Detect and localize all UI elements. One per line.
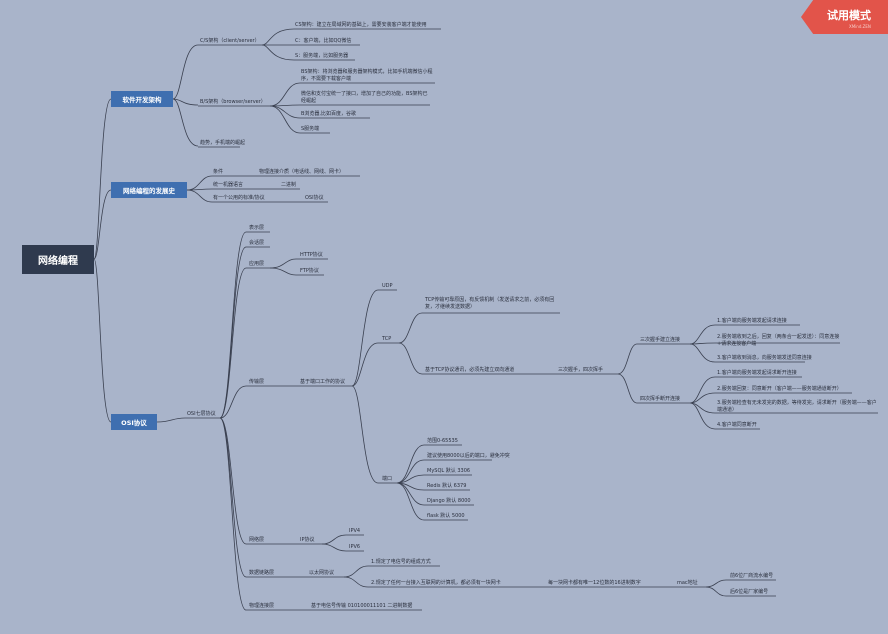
history-osi[interactable]: OSI协议 (305, 195, 324, 201)
app-http[interactable]: HTTP协议 (300, 252, 323, 258)
history-machine-language[interactable]: 统一机器语言 (213, 182, 244, 188)
transport-port-based[interactable]: 基于端口工作的协议 (300, 379, 346, 385)
port-flask[interactable]: flask 默认 5000 (427, 513, 465, 519)
trial-mode-badge[interactable]: 试用模式 XMind.ZEN (801, 0, 888, 34)
history-condition[interactable]: 条件 (213, 169, 224, 175)
ethernet-rule-2[interactable]: 2.规定了任何一台接入互联网的计算机，都必须有一块网卡 (371, 580, 501, 586)
network-ip[interactable]: IP协议 (300, 537, 315, 543)
datalink-ethernet[interactable]: 以太网协议 (309, 570, 335, 576)
layer-application[interactable]: 应用层 (249, 261, 265, 267)
port-range[interactable]: 范围0-65535 (427, 438, 458, 444)
ethernet-rule-1[interactable]: 1.规定了电信号的组成方式 (371, 559, 431, 565)
ip-v6[interactable]: IPV6 (349, 544, 361, 550)
layer-network[interactable]: 网络层 (249, 537, 265, 543)
layer-session[interactable]: 会话层 (249, 240, 265, 246)
future-trend-node[interactable]: 趋势，手机端的崛起 (200, 140, 246, 146)
bs-item-2[interactable]: 微信和支付宝统一了接口，增加了自己的功能，BS架构已经崛起 (301, 91, 428, 104)
port-django[interactable]: Django 默认 8000 (427, 498, 471, 504)
three-step-3[interactable]: 3.客户端收到消息，向服务端发送同意连接 (717, 355, 812, 361)
bs-item-4[interactable]: S服务端 (301, 126, 320, 132)
mac-description[interactable]: 每一块网卡都有唯一12位数的16进制数字 (548, 580, 641, 586)
mac-first-six[interactable]: 前6位厂商流水编号 (730, 573, 774, 579)
cs-item-3[interactable]: S：服务端，比如服务器 (295, 53, 349, 59)
cs-architecture-node[interactable]: C/S架构（client/server） (200, 38, 260, 44)
mac-address[interactable]: mac地址 (677, 580, 698, 586)
root-topic[interactable]: 网络编程 (22, 245, 94, 274)
history-physical-medium[interactable]: 物理连接介质（电话线、网线、网卡） (259, 169, 345, 175)
four-step-4[interactable]: 4.客户端同意断开 (717, 422, 757, 428)
topic-network-history[interactable]: 网络编程的发展史 (111, 182, 187, 198)
port-mysql[interactable]: MySQL 默认 3306 (427, 468, 471, 474)
transport-port[interactable]: 端口 (382, 476, 393, 482)
mac-last-six[interactable]: 后6位是厂家编号 (730, 589, 769, 595)
ip-v4[interactable]: IPV4 (349, 528, 361, 534)
trial-mode-label: 试用模式 (827, 9, 871, 22)
port-advice[interactable]: 建议使用8000以后的端口，避免冲突 (427, 453, 510, 459)
bs-item-3[interactable]: B浏览器,比如百度，谷歌 (301, 111, 357, 117)
layer-data-link[interactable]: 数据链路层 (249, 570, 275, 576)
xmind-brand-label: XMind.ZEN (849, 24, 871, 29)
layer-physical[interactable]: 物理连接层 (249, 603, 275, 609)
physical-signal[interactable]: 基于电信号传输 010100011101 二进制数据 (311, 603, 413, 609)
cs-item-2[interactable]: C：客户端，比如QQ微信 (295, 38, 352, 44)
osi-seven-layers[interactable]: OSI七层协议 (187, 411, 216, 417)
four-step-2[interactable]: 2.服务端回复：同意断开（客户端——服务端通道断开） (717, 386, 842, 392)
history-standard[interactable]: 有一个公用的标准/协议 (213, 195, 265, 201)
history-binary[interactable]: 二进制 (281, 182, 297, 188)
transport-tcp[interactable]: TCP (382, 336, 392, 342)
bs-architecture-node[interactable]: B/S架构（browser/server） (200, 99, 266, 105)
four-step-3[interactable]: 3.服务端检查有无未发完的数据，等待发完，请求断开（服务端——客户端通道） (717, 400, 877, 413)
four-way-wave[interactable]: 四次挥手断开连接 (640, 396, 681, 402)
four-step-1[interactable]: 1.客户端向服务端发起请求断开连接 (717, 370, 797, 376)
topic-osi[interactable]: OSI协议 (111, 414, 157, 430)
cs-item-1[interactable]: CS架构：建立在局域网的基础上，需要安装客户端才能使用 (295, 22, 427, 28)
three-way-handshake[interactable]: 三次握手建立连接 (640, 337, 681, 343)
transport-udp[interactable]: UDP (382, 283, 393, 289)
app-ftp[interactable]: FTP协议 (300, 268, 319, 274)
bs-item-1[interactable]: BS架构：将浏览器和服务器架构模式，比如手机端微信小程序，不需要下载客户端 (301, 69, 433, 82)
layer-transport[interactable]: 传输层 (249, 379, 265, 385)
tcp-reliable-desc[interactable]: TCP传输可靠原因，有反馈机制（发送请求之前，必须有回复，才继续发送数据） (425, 297, 555, 310)
tcp-bidirectional[interactable]: 基于TCP协议通讯，必须先建立双向通道 (425, 367, 515, 373)
tcp-handshake[interactable]: 三次握手，四次挥手 (558, 367, 604, 373)
three-step-2[interactable]: 2.服务端收到之后，回复（两条合一起发送）：同意连接+请求连接客户端 (717, 334, 840, 347)
three-step-1[interactable]: 1.客户端向服务端发起请求连接 (717, 318, 787, 324)
layer-presentation[interactable]: 表示层 (249, 225, 265, 231)
port-redis[interactable]: Redis 默认 6379 (427, 483, 467, 489)
topic-software-architecture[interactable]: 软件开发架构 (111, 91, 173, 107)
